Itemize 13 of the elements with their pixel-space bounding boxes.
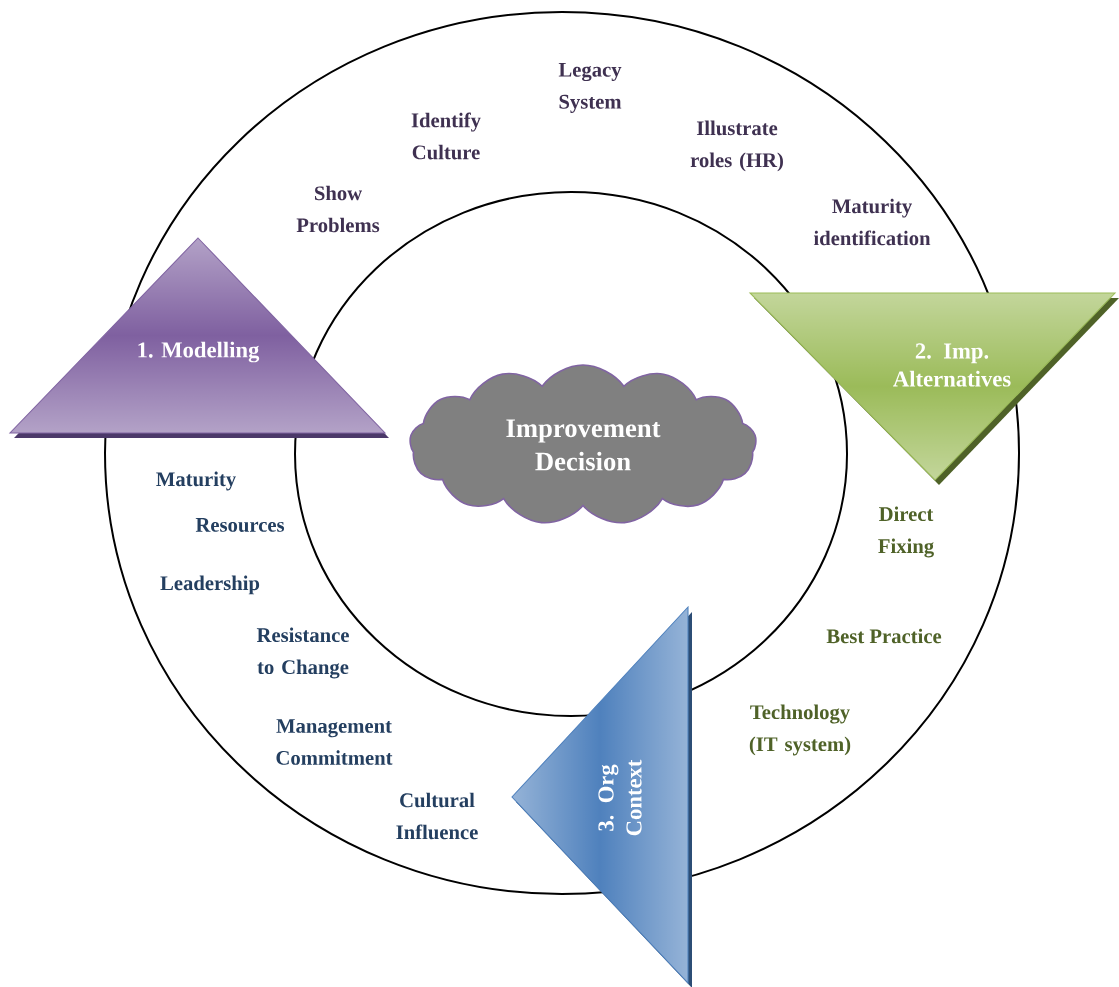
ring-label: Identify Culture	[411, 112, 481, 160]
ring-label: Resources	[195, 518, 285, 532]
ring-label: Management Commitment	[276, 719, 393, 765]
ring-label: Legacy System	[558, 63, 622, 113]
ring-label: Resistance to Change	[256, 627, 349, 679]
ring-label: Direct Fixing	[878, 506, 934, 558]
ring-label: Cultural Influence	[396, 792, 478, 840]
ring-label: Maturity identification	[813, 198, 931, 246]
ring-label: Maturity	[156, 471, 236, 491]
ring-label: Illustrate roles (HR)	[690, 120, 783, 172]
ring-label: Leadership	[160, 575, 260, 595]
ring-label: Best Practice	[826, 628, 942, 644]
ring-label: Technology (IT system)	[749, 704, 851, 756]
